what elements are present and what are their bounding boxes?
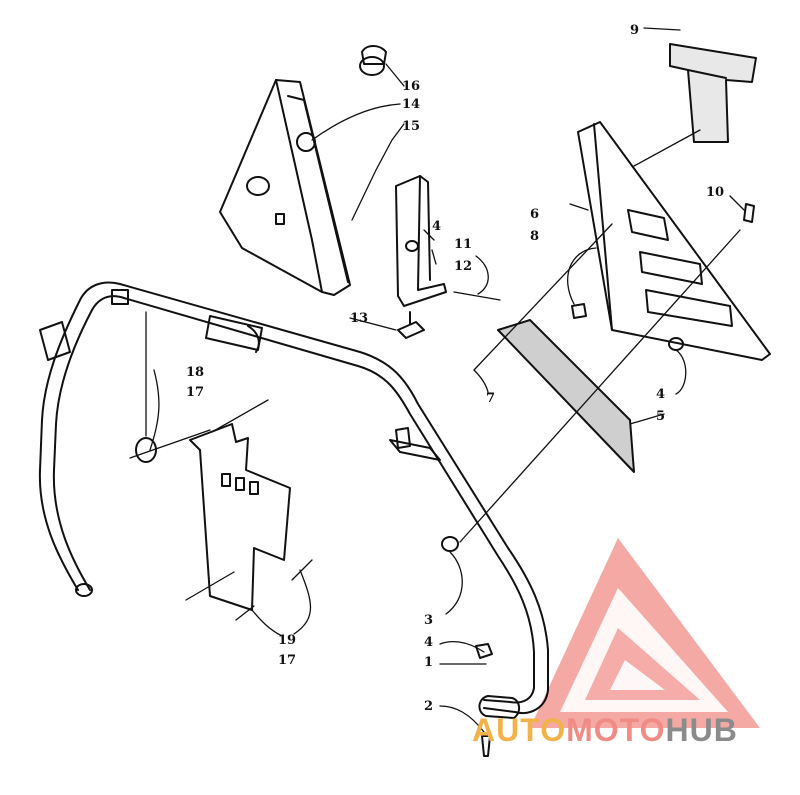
- callout-7: 7: [486, 391, 496, 406]
- callout-4-right: 4: [656, 387, 666, 402]
- callout-9: 9: [630, 23, 640, 38]
- leader-lines: [129, 27, 745, 733]
- callout-14: 14: [402, 97, 421, 112]
- callout-8: 8: [530, 229, 540, 244]
- center-bracket: [395, 175, 447, 339]
- callout-18: 18: [186, 365, 205, 380]
- bumper-frame: [38, 281, 549, 719]
- callout-4-bottom: 4: [424, 635, 434, 650]
- callout-16: 16: [402, 79, 421, 94]
- callout-4-top: 4: [432, 219, 442, 234]
- watermark-logo-icon: [530, 538, 760, 728]
- callout-2: 2: [424, 699, 434, 714]
- brand-moto: MOTO: [566, 712, 666, 748]
- callout-13: 13: [350, 311, 369, 326]
- callout-12: 12: [454, 259, 473, 274]
- callout-17-top: 17: [186, 385, 205, 400]
- lower-plate: [135, 423, 291, 611]
- left-side-panel: [219, 45, 387, 296]
- callout-3: 3: [424, 613, 434, 628]
- callout-1: 1: [424, 655, 434, 670]
- callout-15: 15: [402, 119, 421, 134]
- right-side-panel: [577, 121, 771, 361]
- brand-hub: HUB: [665, 712, 738, 748]
- callout-5: 5: [656, 409, 666, 424]
- callout-6: 6: [530, 207, 540, 222]
- foam-block: [669, 43, 757, 143]
- watermark-brand: AUTOMOTOHUB: [472, 712, 738, 749]
- callout-19: 19: [278, 633, 297, 648]
- callout-11: 11: [454, 237, 473, 252]
- brand-auto: AUTO: [472, 712, 567, 748]
- mesh-screen: [497, 319, 635, 473]
- callout-17-bottom: 17: [278, 653, 297, 668]
- callout-10: 10: [706, 185, 725, 200]
